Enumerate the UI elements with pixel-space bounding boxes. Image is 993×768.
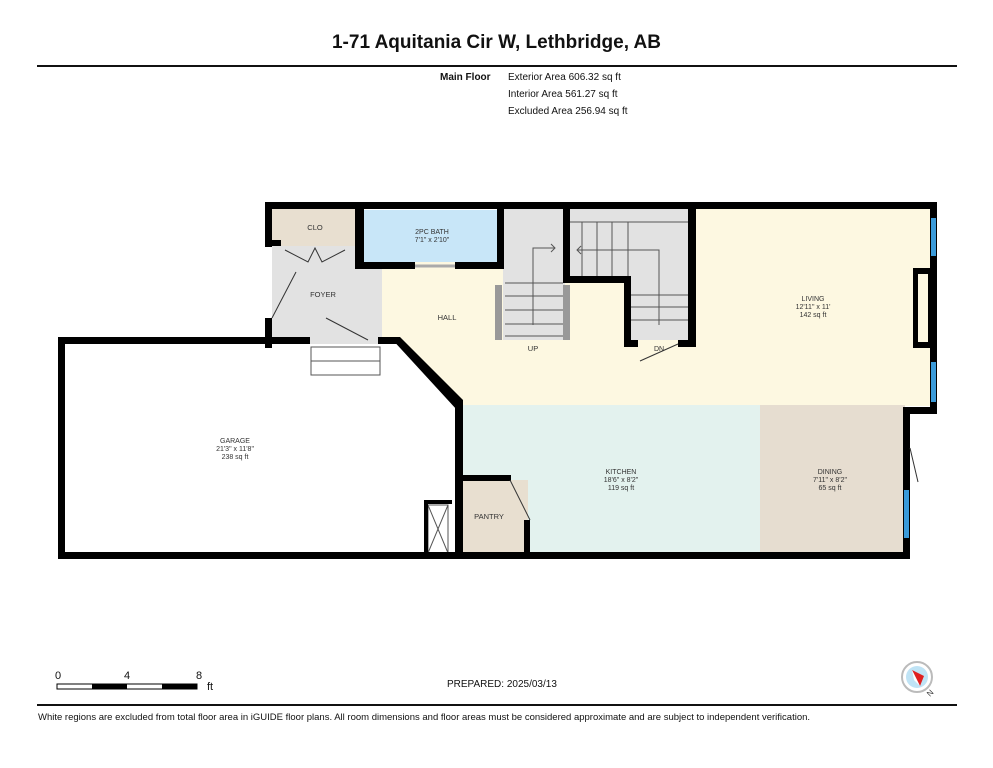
prepared-date: PREPARED: 2025/03/13 bbox=[447, 679, 557, 690]
scale-bar bbox=[56, 683, 198, 690]
up-label: UP bbox=[528, 344, 538, 353]
stair-rail bbox=[495, 285, 502, 340]
living-area: 142 sq ft bbox=[800, 312, 827, 319]
bath-dims: 7'1" x 2'10" bbox=[415, 237, 450, 244]
dining-dims: 7'11" x 8'2" bbox=[813, 477, 847, 484]
scale-unit: ft bbox=[207, 681, 214, 693]
exterior-area: Exterior Area 606.32 sq ft bbox=[508, 72, 621, 83]
scale-0: 0 bbox=[55, 670, 62, 682]
room-dining bbox=[760, 405, 905, 553]
living-dims: 12'11" x 11' bbox=[796, 304, 831, 311]
stair-up bbox=[503, 208, 565, 340]
scale-8: 8 bbox=[196, 670, 203, 682]
dn-label: DN bbox=[654, 346, 664, 353]
garage-label: GARAGE bbox=[220, 438, 250, 445]
doors bbox=[271, 246, 919, 521]
dining-area: 65 sq ft bbox=[819, 485, 842, 492]
bath-label: 2PC BATH bbox=[415, 229, 449, 236]
floor-label: Main Floor bbox=[440, 72, 491, 83]
page-title: 1-71 Aquitania Cir W, Lethbridge, AB bbox=[331, 32, 661, 53]
hall-label: HALL bbox=[438, 313, 457, 322]
windows bbox=[904, 218, 936, 538]
room-bath bbox=[364, 210, 498, 262]
dining-label: DINING bbox=[818, 469, 843, 476]
garage-dims: 21'3" x 11'8" bbox=[216, 446, 254, 453]
room-clo bbox=[272, 208, 360, 246]
scale-4: 4 bbox=[124, 670, 131, 682]
kitchen-area: 119 sq ft bbox=[608, 485, 634, 492]
clo-label: CLO bbox=[307, 223, 323, 232]
excluded-area: Excluded Area 256.94 sq ft bbox=[508, 106, 628, 117]
walls bbox=[58, 202, 937, 559]
disclaimer: White regions are excluded from total fl… bbox=[38, 712, 811, 723]
header-rule bbox=[37, 65, 957, 67]
interior-area: Interior Area 561.27 sq ft bbox=[508, 89, 618, 100]
foyer-label: FOYER bbox=[310, 290, 336, 299]
garage-area: 238 sq ft bbox=[222, 454, 249, 461]
kitchen-label: KITCHEN bbox=[606, 469, 637, 476]
footer-rule bbox=[37, 704, 957, 706]
room-pantry bbox=[463, 480, 528, 553]
room-living bbox=[695, 208, 931, 406]
kitchen-dims: 18'6" x 8'2" bbox=[604, 477, 639, 484]
pantry-label: PANTRY bbox=[474, 512, 504, 521]
compass-icon: N bbox=[901, 661, 936, 699]
compass-n: N bbox=[925, 688, 936, 699]
stair-rail bbox=[563, 285, 570, 340]
living-label: LIVING bbox=[802, 296, 825, 303]
